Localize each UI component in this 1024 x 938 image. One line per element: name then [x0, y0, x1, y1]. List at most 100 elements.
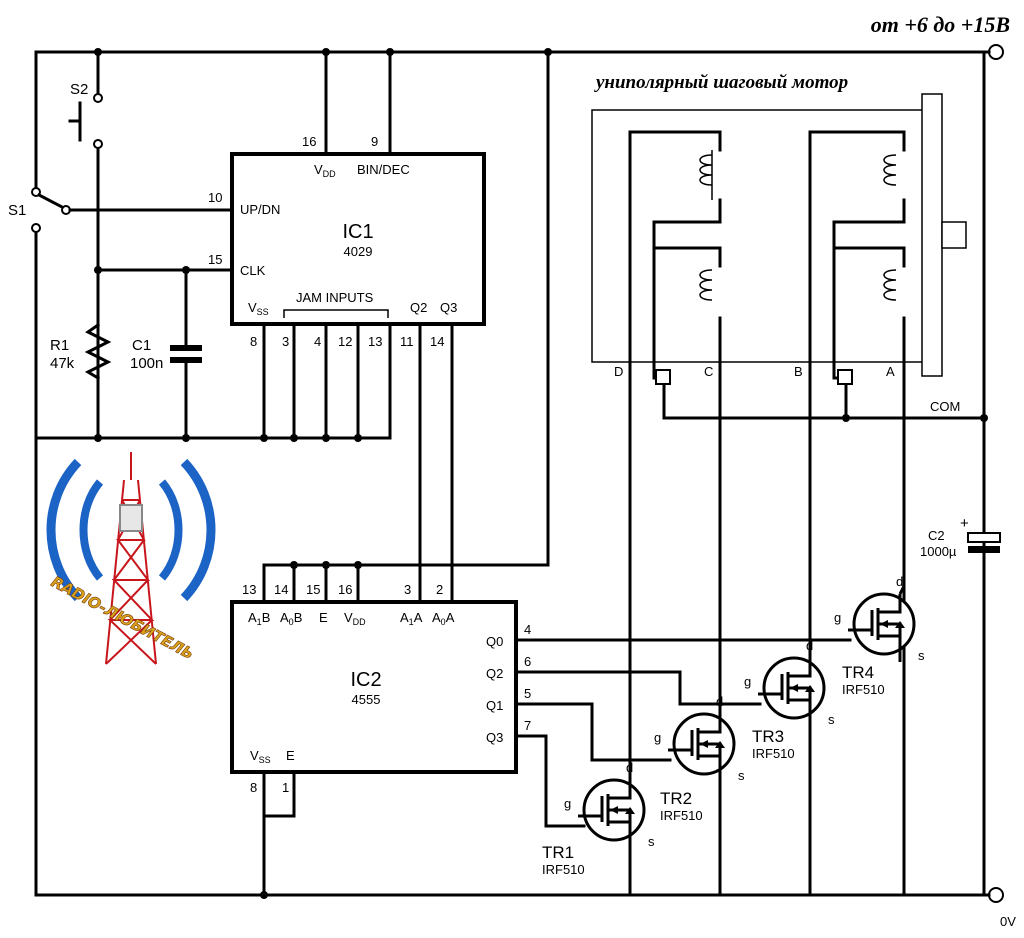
stepper-motor: D C B A COM [591, 93, 988, 897]
svg-text:14: 14 [430, 334, 444, 349]
svg-text:8: 8 [250, 334, 257, 349]
capacitor-c2: + C2 1000µ [920, 515, 1001, 559]
transistor-part: IRF510 [752, 746, 795, 761]
drain-label: d [716, 694, 723, 709]
ic1-vdd-label: VDD [314, 162, 336, 179]
coil-a-bottom [883, 269, 897, 301]
transistor-name: TR2 [660, 789, 692, 808]
ground-label: 0V [1000, 914, 1016, 929]
svg-text:3: 3 [404, 582, 411, 597]
ic2-name: IC2 [350, 669, 381, 691]
capacitor-c1: C1 100n [130, 268, 202, 442]
drain-label: d [896, 574, 903, 589]
transistors: gdsTR1IRF510gdsTR2IRF510gdsTR3IRF510gdsT… [542, 574, 925, 877]
r1-value: 47k [50, 355, 75, 372]
svg-text:+: + [960, 515, 969, 532]
ic2-vdd-label: VDD [344, 610, 366, 627]
svg-text:6: 6 [524, 654, 531, 669]
r1-name: R1 [50, 337, 69, 354]
ic1-chip: 16 9 10 15 VDD BIN/DEC UP/DN CLK IC1 402… [208, 48, 486, 604]
ic2-q0-label: Q0 [486, 634, 503, 649]
com-label: COM [930, 399, 960, 414]
ic1-updn-label: UP/DN [240, 202, 280, 217]
ic2-a1b-label: A1B [248, 610, 270, 627]
ic2-e2-label: E [286, 748, 295, 763]
svg-text:15: 15 [306, 582, 320, 597]
source-label: s [738, 768, 745, 783]
vplus-terminal [988, 44, 1004, 60]
switch-s1: S1 [8, 187, 236, 233]
svg-text:4: 4 [524, 622, 531, 637]
coil-d-top [699, 154, 713, 186]
svg-text:2: 2 [436, 582, 443, 597]
s2-label: S2 [70, 81, 88, 98]
svg-text:4: 4 [314, 334, 321, 349]
logo-wave-right-outer [180, 458, 216, 602]
ic1-vss-label: VSS [248, 300, 269, 317]
svg-text:16: 16 [338, 582, 352, 597]
svg-text:9: 9 [371, 134, 378, 149]
svg-text:12: 12 [338, 334, 352, 349]
resistor-r1: R1 47k [50, 268, 112, 442]
gate-label: g [744, 674, 751, 689]
ic2-q1-label: Q1 [486, 698, 503, 713]
ground-terminal [988, 887, 1004, 903]
ic1-bindec-label: BIN/DEC [357, 162, 410, 177]
svg-text:14: 14 [274, 582, 288, 597]
svg-text:1: 1 [282, 780, 289, 795]
supply-voltage-label: от +6 до +15В [871, 12, 1010, 37]
ic1-jam-label: JAM INPUTS [296, 290, 374, 305]
coil-c-bottom [699, 269, 713, 301]
svg-text:7: 7 [524, 718, 531, 733]
svg-text:13: 13 [368, 334, 382, 349]
ic2-part: 4555 [352, 692, 381, 707]
svg-text:11: 11 [400, 334, 414, 349]
source-label: s [828, 712, 835, 727]
transistor-part: IRF510 [542, 862, 585, 877]
motor-terminal-a: A [886, 364, 895, 379]
ic2-chip: 13 14 15 16 3 2 A1B A0B E VDD A1A A0A IC… [230, 561, 531, 899]
svg-text:16: 16 [302, 134, 316, 149]
drain-label: d [806, 638, 813, 653]
c2-value: 1000µ [920, 544, 957, 559]
motor-terminal-d: D [614, 364, 623, 379]
gate-label: g [834, 610, 841, 625]
ic1-q3-label: Q3 [440, 300, 457, 315]
radio-lyubitel-logo: RADIO-ЛЮБИТЕЛЬ [46, 452, 216, 665]
ic1-name: IC1 [342, 221, 373, 243]
c1-value: 100n [130, 355, 163, 372]
ic2-vss-label: VSS [250, 748, 271, 765]
ic1-q2-label: Q2 [410, 300, 427, 315]
source-label: s [648, 834, 655, 849]
ic2-q3-label: Q3 [486, 730, 503, 745]
s1-label: S1 [8, 202, 26, 219]
coil-b-top [883, 154, 897, 186]
motor-terminal-b: B [794, 364, 803, 379]
svg-text:13: 13 [242, 582, 256, 597]
svg-text:8: 8 [250, 780, 257, 795]
svg-text:5: 5 [524, 686, 531, 701]
ic2-q2-label: Q2 [486, 666, 503, 681]
svg-text:3: 3 [282, 334, 289, 349]
gate-label: g [564, 796, 571, 811]
logo-tower [105, 452, 157, 665]
drain-label: d [626, 760, 633, 775]
ic1-clk-label: CLK [240, 263, 266, 278]
svg-text:10: 10 [208, 190, 222, 205]
transistor-name: TR1 [542, 843, 574, 862]
svg-text:15: 15 [208, 252, 222, 267]
transistor-name: TR4 [842, 663, 874, 682]
logo-wave-left-outer [46, 458, 82, 602]
motor-title: униполярный шаговый мотор [594, 72, 848, 93]
transistor-part: IRF510 [660, 808, 703, 823]
motor-terminal-c: C [704, 364, 713, 379]
logo-wave-left-inner [79, 479, 104, 581]
ic2-a1a-label: A1A [400, 610, 423, 627]
ic2-a0b-label: A0B [280, 610, 302, 627]
gate-label: g [654, 730, 661, 745]
